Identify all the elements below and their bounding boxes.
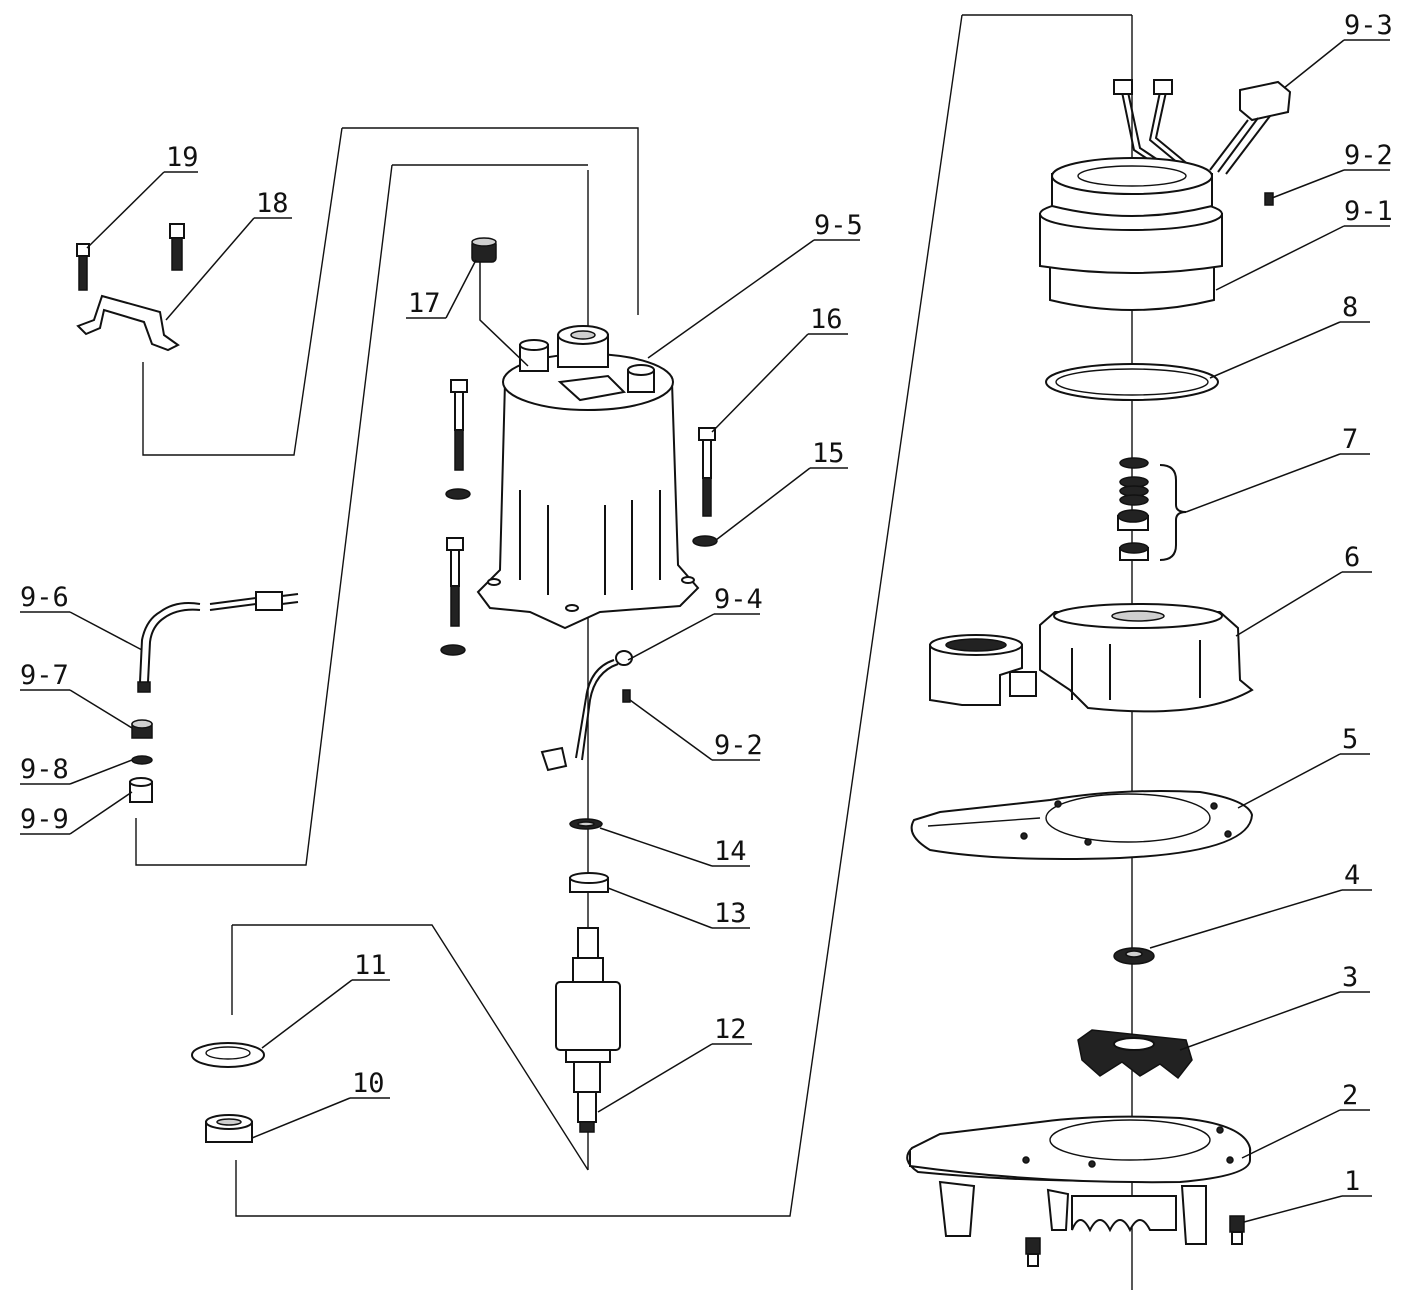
plate-part-5 [910, 790, 1254, 860]
label-part-11: 11 [354, 950, 387, 981]
impeller-part-3 [1077, 1029, 1193, 1080]
label-part-9-4: 9-4 [714, 584, 763, 615]
shaft-small-parts [569, 818, 609, 893]
mechanical-seal-part-7 [1117, 457, 1187, 561]
label-part-9-2-top: 9-2 [1344, 140, 1393, 171]
label-part-9-9: 9-9 [20, 804, 69, 835]
motor-housing-part-9-5 [476, 325, 700, 630]
screws-part-1 [1025, 1215, 1245, 1267]
washer-part-4 [1113, 947, 1155, 965]
base-part-2 [906, 1115, 1252, 1245]
label-part-19: 19 [166, 142, 199, 173]
label-part-16: 16 [810, 304, 843, 335]
label-part-2: 2 [1342, 1080, 1358, 1111]
label-part-12: 12 [714, 1014, 747, 1045]
leader-lines [20, 39, 1390, 1223]
label-part-3: 3 [1342, 962, 1358, 993]
bolt-part-19 [76, 223, 185, 291]
label-part-9-7: 9-7 [20, 660, 69, 691]
label-part-9-3: 9-3 [1344, 10, 1393, 41]
plug-part-17 [471, 237, 497, 263]
fittings-parts-9-7-9-9 [129, 719, 153, 803]
label-part-8: 8 [1342, 292, 1358, 323]
pump-housing-part-6 [929, 603, 1254, 713]
label-part-9-6: 9-6 [20, 582, 69, 613]
label-part-18: 18 [256, 188, 289, 219]
label-part-9-2-bottom: 9-2 [714, 730, 763, 761]
label-part-10: 10 [352, 1068, 385, 1099]
seal-ring-part-11 [191, 1042, 265, 1068]
label-part-15: 15 [812, 438, 845, 469]
ground-wire-part-9-4 [540, 650, 633, 772]
label-part-9-5: 9-5 [814, 210, 863, 241]
label-part-4: 4 [1344, 860, 1360, 891]
part-labels: 1 2 3 4 5 6 7 8 9-1 9-2 9-3 9-5 16 15 17… [20, 10, 1393, 1197]
bracket-part-18 [76, 294, 180, 352]
label-part-14: 14 [714, 836, 747, 867]
label-part-9-8: 9-8 [20, 754, 69, 785]
label-part-9-1: 9-1 [1344, 196, 1393, 227]
label-part-17: 17 [408, 288, 441, 319]
rotor-shaft-part-12 [555, 927, 621, 1133]
label-part-6: 6 [1344, 542, 1360, 573]
bearing-part-10 [205, 1114, 253, 1143]
housing-bolts [440, 379, 718, 656]
power-cable-part-9-6 [137, 591, 299, 693]
label-part-1: 1 [1344, 1166, 1360, 1197]
stator-part-9-1 [1039, 157, 1223, 311]
o-ring-part-8 [1045, 363, 1219, 401]
label-part-7: 7 [1342, 424, 1358, 455]
label-part-13: 13 [714, 898, 747, 929]
label-part-5: 5 [1342, 724, 1358, 755]
